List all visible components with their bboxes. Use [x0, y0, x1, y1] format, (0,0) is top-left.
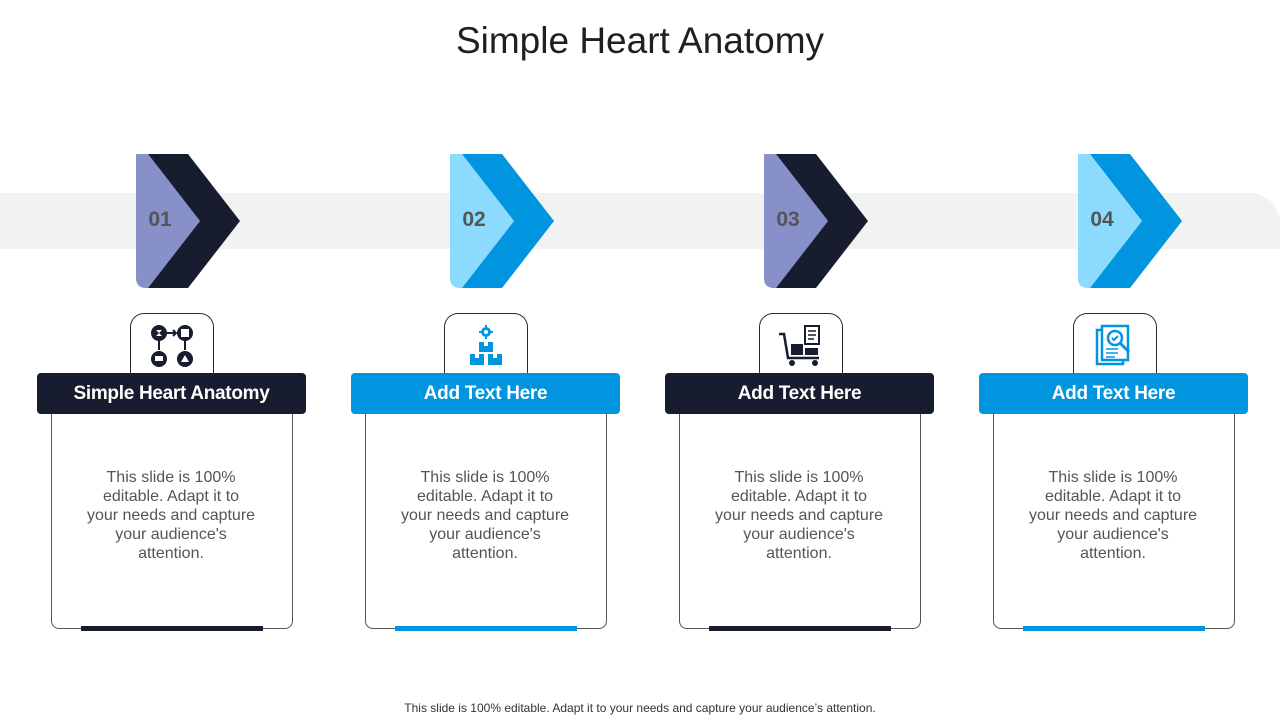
step-card — [679, 400, 921, 631]
card-accent-bar — [395, 626, 577, 631]
boxes-gear-icon — [470, 325, 502, 365]
step-number: 01 — [148, 208, 172, 231]
icon-frame — [759, 313, 843, 378]
process-flow-icon — [151, 325, 193, 367]
card-accent-bar — [81, 626, 263, 631]
step-card — [51, 400, 293, 631]
step-heading: Add Text Here — [665, 373, 934, 414]
chevron-arrow-icon — [1078, 154, 1182, 288]
card-accent-bar — [709, 626, 891, 631]
step-number: 02 — [462, 208, 486, 231]
step-number: 03 — [776, 208, 800, 231]
step-description: This slide is 100% editable. Adapt it to… — [1028, 469, 1198, 562]
step-heading: Add Text Here — [979, 373, 1248, 414]
step-heading: Add Text Here — [351, 373, 620, 414]
chevron-arrow-icon — [136, 154, 240, 288]
icon-frame — [444, 313, 528, 378]
certificate-document-icon — [1095, 324, 1131, 366]
step-card — [365, 400, 607, 631]
icon-frame — [130, 313, 214, 378]
chevron-arrow-icon — [450, 154, 554, 288]
footer-note: This slide is 100% editable. Adapt it to… — [404, 701, 876, 715]
step-number: 04 — [1090, 208, 1114, 231]
step-card — [993, 400, 1235, 631]
card-accent-bar — [1023, 626, 1205, 631]
step-description: This slide is 100% editable. Adapt it to… — [86, 469, 256, 562]
step-description: This slide is 100% editable. Adapt it to… — [714, 469, 884, 562]
step-heading: Simple Heart Anatomy — [37, 373, 306, 414]
page-title: Simple Heart Anatomy — [455, 20, 825, 61]
cart-checklist-icon — [779, 325, 820, 366]
step-description: This slide is 100% editable. Adapt it to… — [400, 469, 570, 562]
icon-frame — [1073, 313, 1157, 378]
chevron-arrow-icon — [764, 154, 868, 288]
